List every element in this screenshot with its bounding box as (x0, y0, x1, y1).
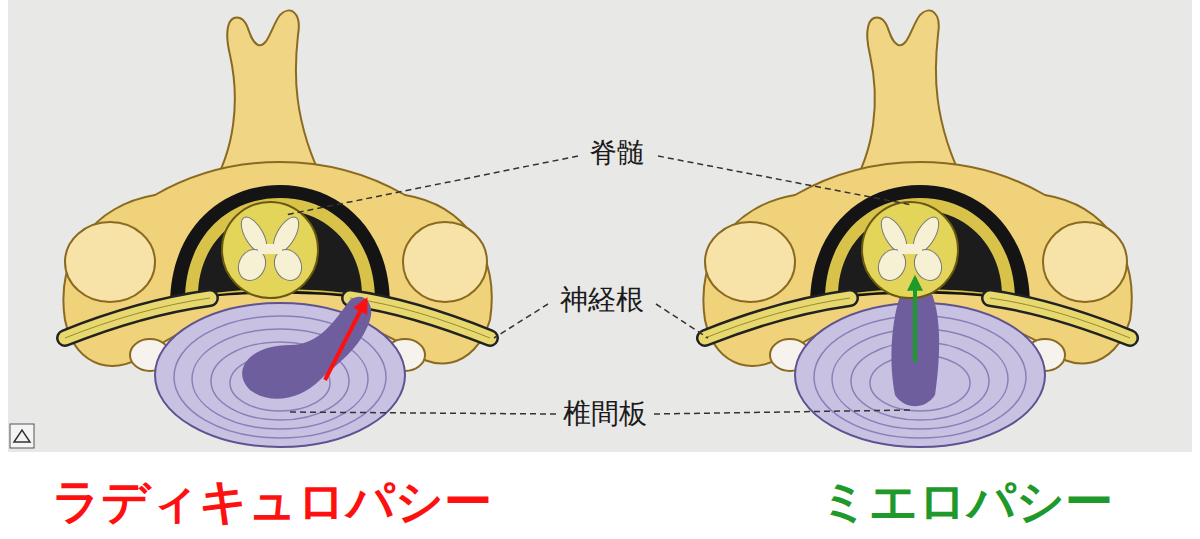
condition-label: ミエロパシー (816, 474, 1117, 529)
leader-line (288, 412, 556, 414)
part-label: 椎間板 (559, 398, 651, 430)
vertebra-left (63, 11, 491, 447)
disc-herniation (242, 297, 371, 399)
spinal-cord (862, 202, 958, 298)
vertebra (63, 11, 491, 447)
toggle-icon (10, 424, 34, 448)
vertebra (703, 11, 1131, 447)
toggle-icon (14, 430, 30, 442)
leader-lines (285, 156, 912, 414)
spinal-cord (222, 202, 318, 298)
part-label: 脊髄 (585, 137, 649, 169)
compression-arrow (325, 300, 366, 380)
leader-line (658, 156, 912, 205)
leader-line (654, 410, 912, 414)
leader-line (494, 304, 548, 338)
figure-ground (8, 0, 1192, 452)
part-label: 神経根 (556, 284, 648, 316)
condition-label: ラディキュロパシー (48, 474, 496, 529)
leader-line (656, 304, 708, 338)
leader-line (285, 156, 578, 215)
vertebra-right (703, 11, 1131, 447)
compression-arrow (913, 278, 917, 362)
